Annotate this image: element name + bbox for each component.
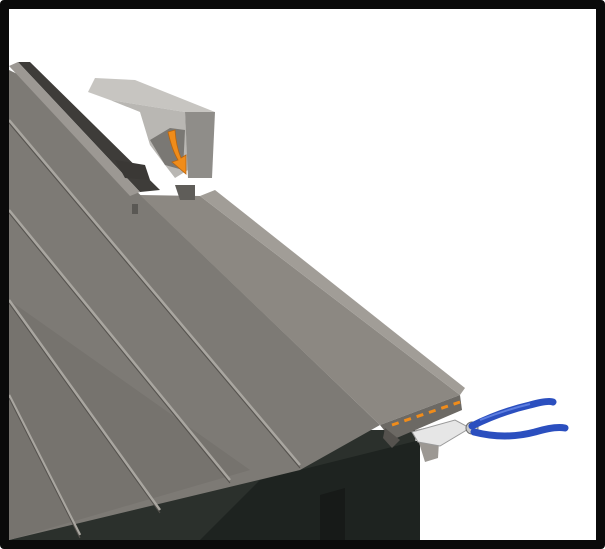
roof-installation-illustration: [9, 9, 596, 540]
wall-opening: [320, 488, 345, 540]
ridge-bolt: [132, 204, 138, 214]
plier-handle-upper: [472, 401, 553, 426]
clip-side-face: [185, 112, 215, 178]
plier-handle-upper-shine: [480, 404, 530, 420]
plier-handle-lower: [474, 428, 565, 437]
